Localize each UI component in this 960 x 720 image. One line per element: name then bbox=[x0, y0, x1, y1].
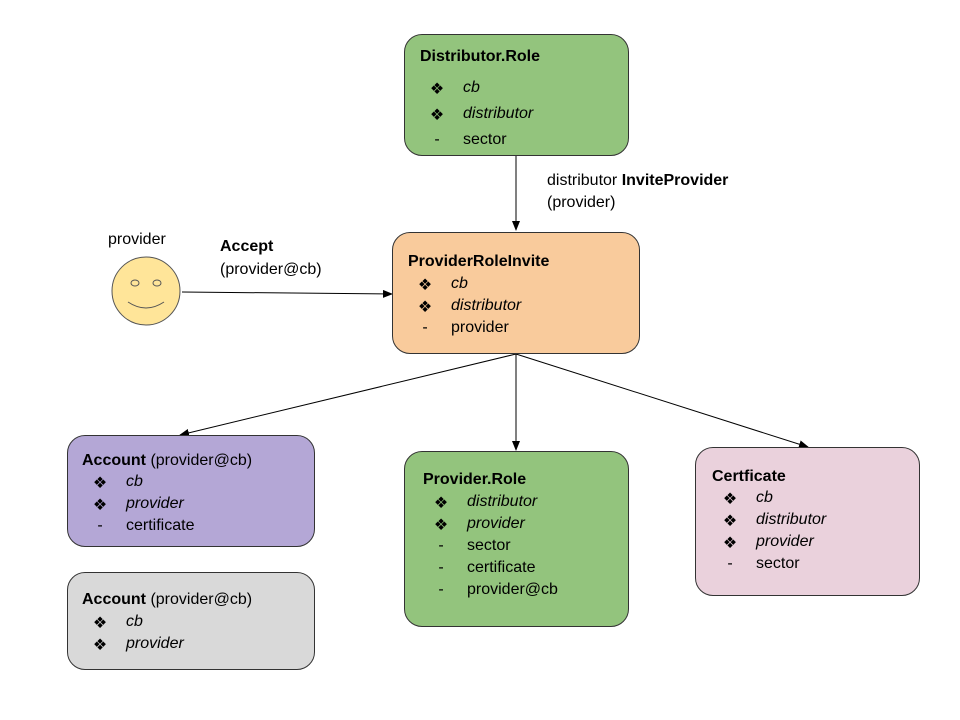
diamond-bullet-icon: ❖ bbox=[417, 277, 433, 294]
invite-action: InviteProvider bbox=[621, 172, 729, 189]
certificate-box: Certficate ❖ cb ❖ distributor ❖ provider - sect… bbox=[695, 447, 920, 596]
list-item-text: distributor bbox=[463, 105, 534, 122]
invite-arg: (provider) bbox=[547, 194, 616, 211]
list-item-text: cb bbox=[463, 79, 480, 96]
diamond-bullet-icon: ❖ bbox=[722, 513, 738, 530]
dash-bullet: - bbox=[97, 517, 103, 534]
diamond-bullet-icon: ❖ bbox=[92, 475, 108, 492]
provider-smiley-icon bbox=[111, 256, 181, 326]
list-item-text: sector bbox=[463, 131, 507, 148]
provider-role-invite-box: ProviderRoleInvite ❖ cb ❖ distributor - provi… bbox=[392, 232, 640, 354]
diamond-bullet-icon: ❖ bbox=[429, 107, 445, 124]
list-item-text: certificate bbox=[126, 517, 195, 534]
provider-role-box: Provider.Role ❖ distributor ❖ provider - sect… bbox=[404, 451, 629, 627]
accept-arrow bbox=[181, 289, 393, 298]
arrow-to-account bbox=[179, 353, 517, 437]
dash-bullet: - bbox=[422, 319, 428, 336]
box-title: Distributor.Role bbox=[420, 48, 541, 65]
invite-provider-label: distributor InviteProvider bbox=[547, 172, 728, 190]
list-item-text: distributor bbox=[467, 493, 538, 510]
accept-arg: (provider@cb) bbox=[220, 261, 322, 278]
box-title: Account (provider@cb) bbox=[82, 452, 253, 469]
list-item-text: cb bbox=[126, 613, 143, 630]
list-item-text: cb bbox=[126, 473, 143, 490]
list-item-text: cb bbox=[451, 275, 468, 292]
diamond-bullet-icon: ❖ bbox=[92, 637, 108, 654]
list-item-text: certificate bbox=[467, 559, 536, 576]
dash-bullet: - bbox=[438, 559, 444, 576]
diamond-bullet-icon: ❖ bbox=[92, 615, 108, 632]
box-title: Account (provider@cb) bbox=[82, 591, 253, 608]
dash-bullet: - bbox=[434, 131, 440, 148]
dash-bullet: - bbox=[727, 555, 733, 572]
list-item-text: provider bbox=[467, 515, 525, 532]
list-item-text: cb bbox=[756, 489, 773, 506]
list-item-text: distributor bbox=[756, 511, 827, 528]
diamond-bullet-icon: ❖ bbox=[722, 491, 738, 508]
list-item-text: sector bbox=[467, 537, 511, 554]
accept-action: Accept bbox=[220, 238, 274, 255]
list-item-text: provider bbox=[126, 495, 184, 512]
diamond-bullet-icon: ❖ bbox=[429, 81, 445, 98]
invite-actor: distributor bbox=[547, 172, 618, 189]
diamond-bullet-icon: ❖ bbox=[433, 495, 449, 512]
dash-bullet: - bbox=[438, 581, 444, 598]
diamond-bullet-icon: ❖ bbox=[722, 535, 738, 552]
account-invalid-box: Account (provider@cb) ❖ cb ❖ provider bbox=[67, 572, 315, 670]
arrow-to-certificate bbox=[515, 353, 809, 449]
box-title: Provider.Role bbox=[423, 471, 527, 488]
box-title: ProviderRoleInvite bbox=[408, 253, 550, 270]
box-title: Certficate bbox=[712, 468, 786, 485]
list-item-text: provider@cb bbox=[467, 581, 558, 598]
list-item-text: provider bbox=[451, 319, 509, 336]
provider-actor-label: provider bbox=[108, 231, 166, 248]
diamond-bullet-icon: ❖ bbox=[92, 497, 108, 514]
list-item-text: distributor bbox=[451, 297, 522, 314]
list-item-text: provider bbox=[126, 635, 184, 652]
distributor-role-box: Distributor.Role ❖ cb ❖ distributor - sector bbox=[404, 34, 629, 156]
dash-bullet: - bbox=[438, 537, 444, 554]
account-valid-box: Account (provider@cb) ❖ cb ❖ provider - certi… bbox=[67, 435, 315, 547]
diamond-bullet-icon: ❖ bbox=[417, 299, 433, 316]
list-item-text: provider bbox=[756, 533, 814, 550]
diamond-bullet-icon: ❖ bbox=[433, 517, 449, 534]
list-item-text: sector bbox=[756, 555, 800, 572]
